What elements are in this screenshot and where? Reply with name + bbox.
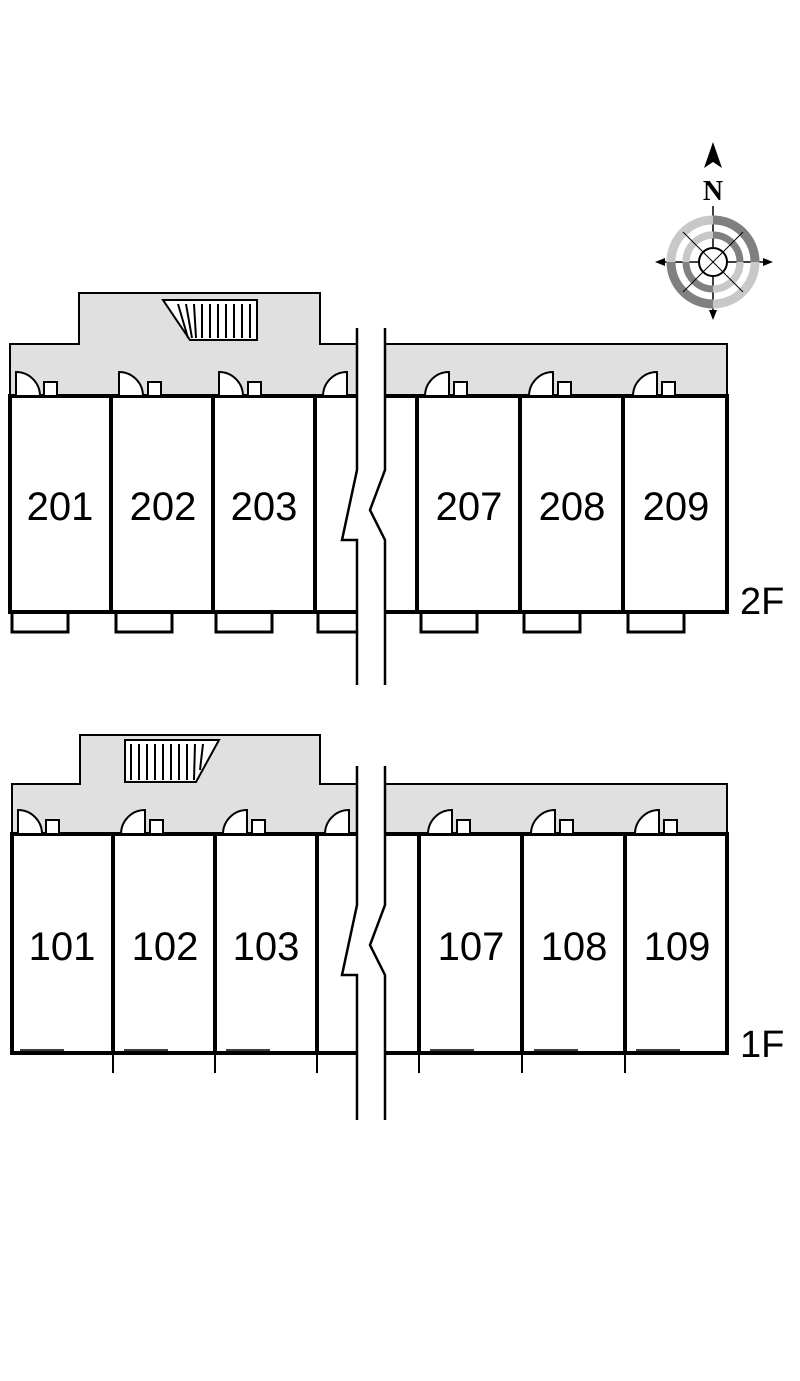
unit-label-202: 202 <box>130 485 197 529</box>
break-symbol-2f <box>340 328 387 685</box>
door-icon <box>321 370 348 397</box>
unit-label-101: 101 <box>29 925 96 969</box>
door-icon <box>221 808 266 835</box>
balcony-203 <box>214 610 274 634</box>
unit-209 <box>621 394 729 614</box>
break-symbol-1f <box>340 766 387 1120</box>
balcony-202 <box>114 610 174 634</box>
unit-label-207: 207 <box>436 485 503 529</box>
unit-201 <box>8 394 113 614</box>
door-icon <box>631 370 676 397</box>
door-icon <box>633 808 678 835</box>
floor-label-2f: 2F <box>740 581 784 623</box>
door-icon <box>426 808 471 835</box>
unit-label-203: 203 <box>231 485 298 529</box>
floor-label-1f: 1F <box>740 1024 784 1066</box>
balcony-201 <box>10 610 70 634</box>
north-compass-icon: N <box>655 142 773 320</box>
door-icon <box>527 370 572 397</box>
unit-label-109: 109 <box>644 925 711 969</box>
balcony-208 <box>522 610 582 634</box>
unit-203 <box>211 394 317 614</box>
balcony-204 <box>316 610 360 634</box>
unit-label-201: 201 <box>27 485 94 529</box>
unit-109 <box>623 832 729 1055</box>
north-arrow-icon <box>704 142 722 168</box>
unit-label-108: 108 <box>541 925 608 969</box>
unit-207 <box>415 394 522 614</box>
unit-label-209: 209 <box>643 485 710 529</box>
balcony-207 <box>419 610 479 634</box>
door-icon <box>15 370 58 397</box>
door-icon <box>423 370 468 397</box>
balcony-209 <box>626 610 686 634</box>
door-icon <box>17 808 60 835</box>
unit-208 <box>518 394 625 614</box>
unit-102 <box>111 832 217 1055</box>
floor-2f: 201 202 203 207 208 209 2F <box>8 292 784 685</box>
floor-1f: 101 102 103 107 108 109 1F <box>10 734 784 1120</box>
staircase-2f <box>161 299 258 341</box>
north-label: N <box>703 176 723 207</box>
door-icon <box>218 370 262 397</box>
door-icon <box>323 808 350 835</box>
yard-dividers-1f <box>112 1053 626 1073</box>
door-icon <box>118 370 162 397</box>
unit-label-208: 208 <box>539 485 606 529</box>
door-icon <box>119 808 164 835</box>
unit-label-103: 103 <box>233 925 300 969</box>
unit-label-102: 102 <box>132 925 199 969</box>
unit-label-107: 107 <box>438 925 505 969</box>
staircase-1f <box>124 739 221 783</box>
door-icon <box>529 808 574 835</box>
